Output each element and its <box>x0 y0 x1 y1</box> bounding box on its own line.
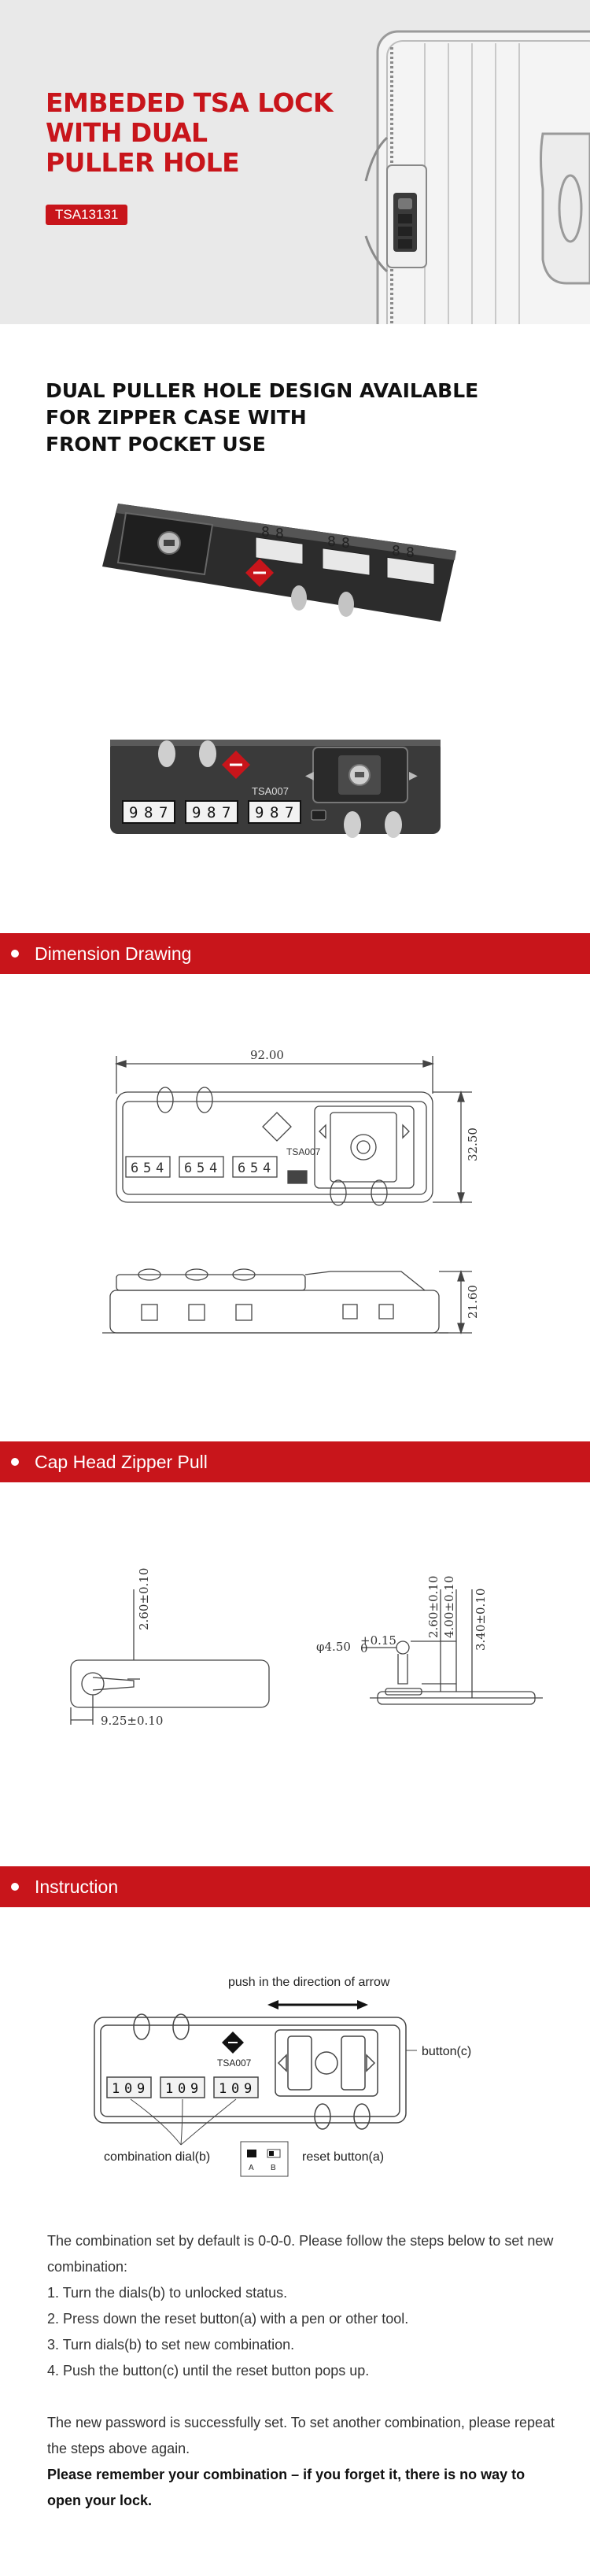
zip-dim-1: 2.60±0.10 <box>137 1568 151 1630</box>
instruction-text: The combination set by default is 0-0-0.… <box>47 2228 559 2514</box>
switch-a-label: A <box>249 2164 254 2172</box>
instr-step-2: 2. Press down the reset button(a) with a… <box>47 2311 409 2327</box>
zip-dim-3-tol: +0.15 <box>360 1633 396 1648</box>
angled-digit: 8 <box>392 543 400 559</box>
dim-digit: 6 <box>131 1161 138 1176</box>
angled-digit: 8 <box>406 544 415 561</box>
section-title-instruction: Instruction <box>35 1877 119 1897</box>
dim-digit: 5 <box>250 1161 258 1176</box>
zip-dim-3: φ4.50 <box>316 1640 351 1654</box>
instr-paragraph-1: The combination set by default is 0-0-0.… <box>47 2233 554 2275</box>
zip-dim-3-tol2: 0 <box>360 1641 368 1655</box>
section-bar-instruction: Instruction <box>0 1866 590 1907</box>
instr-step-3: 3. Turn dials(b) to set new combination. <box>47 2337 295 2353</box>
instr-digit: 1 <box>165 2081 173 2097</box>
lock-angled-view: 8 8 8 8 8 8 <box>102 504 456 622</box>
bullet-icon <box>11 950 19 958</box>
hero-title-line-3: PULLER HOLE <box>46 147 240 178</box>
dial-b-label: combination dial(b) <box>104 2150 210 2164</box>
front-digit: 7 <box>159 804 168 821</box>
angled-digit: 8 <box>327 533 336 550</box>
double-arrow-icon <box>267 2000 368 2010</box>
dim-tsa-code: TSA007 <box>286 1146 321 1157</box>
section-title-dimension: Dimension Drawing <box>35 943 192 964</box>
dim-digit: 5 <box>143 1161 151 1176</box>
section-title-zipper: Cap Head Zipper Pull <box>35 1452 208 1472</box>
feature-title-line-2: FOR ZIPPER CASE WITH <box>46 406 307 429</box>
dim-digit: 5 <box>197 1161 205 1176</box>
tsa-diamond-icon <box>245 559 274 587</box>
instr-digit: 0 <box>178 2081 186 2097</box>
dim-digit: 4 <box>263 1161 271 1176</box>
feature-section: DUAL PULLER HOLE DESIGN AVAILABLE FOR ZI… <box>0 378 590 881</box>
angled-digit: 8 <box>275 526 284 542</box>
bullet-icon <box>11 1883 19 1891</box>
tsa-code: TSA007 <box>252 785 289 797</box>
dimension-drawing: 92.00 32.50 21.60 TSA007 6 5 4 6 5 4 6 5… <box>102 1048 480 1335</box>
feature-title-line-1: DUAL PULLER HOLE DESIGN AVAILABLE <box>46 379 479 402</box>
zipper-pull-drawing: 2.60±0.10 9.25±0.10 φ4.50 +0.15 0 2.60±0… <box>70 1568 543 1728</box>
instr-warning: Please remember your combination – if yo… <box>47 2467 525 2508</box>
dim-width-label: 92.00 <box>250 1048 284 1062</box>
front-digit: 8 <box>144 804 153 821</box>
switch-b-label: B <box>271 2164 276 2172</box>
instr-digit: 1 <box>219 2081 227 2097</box>
dim-digit: 4 <box>156 1161 164 1176</box>
zip-dim-5: 4.00±0.10 <box>442 1576 456 1638</box>
angled-digit: 8 <box>261 524 270 541</box>
front-digit: 7 <box>285 804 293 821</box>
front-digit: 9 <box>192 804 201 821</box>
instr-closing: The new password is successfully set. To… <box>47 2415 555 2456</box>
lock-angled-dials: 8 8 8 8 8 8 <box>255 524 435 585</box>
dim-digit: 4 <box>209 1161 217 1176</box>
instr-digit: 0 <box>124 2081 132 2097</box>
arrow-left-icon: ◀ <box>305 769 314 782</box>
instr-digit: 1 <box>112 2081 120 2097</box>
hero-title: EMBEDED TSA LOCK WITH DUAL PULLER HOLE <box>46 88 333 178</box>
hero-title-line-1: EMBEDED TSA LOCK <box>46 87 333 118</box>
dim-height-label: 32.50 <box>466 1127 480 1161</box>
angled-digit: 8 <box>341 535 350 552</box>
reset-a-label: reset button(a) <box>302 2150 384 2164</box>
arrow-right-icon: ▶ <box>409 769 418 782</box>
reset-switch-inset: A B <box>240 2141 289 2177</box>
instr-step-4: 4. Push the button(c) until the reset bu… <box>47 2363 370 2379</box>
zip-dim-2: 9.25±0.10 <box>101 1714 163 1728</box>
hero-banner: EMBEDED TSA LOCK WITH DUAL PULLER HOLE T… <box>0 0 590 324</box>
button-c-label: button(c) <box>422 2045 471 2058</box>
push-direction-label: push in the direction of arrow <box>228 1976 390 1989</box>
instr-digit: 0 <box>231 2081 239 2097</box>
section-bar-dimension: Dimension Drawing <box>0 933 590 974</box>
front-digit: 7 <box>222 804 230 821</box>
instr-digit: 9 <box>244 2081 252 2097</box>
front-dials: 9 8 7 9 8 7 9 8 7 <box>122 800 301 824</box>
instr-tsa-code: TSA007 <box>217 2057 252 2069</box>
suitcase-illustration <box>364 30 590 324</box>
front-digit: 9 <box>129 804 138 821</box>
zip-dim-6: 3.40±0.10 <box>474 1589 488 1651</box>
instr-digit: 9 <box>190 2081 198 2097</box>
feature-title-line-3: FRONT POCKET USE <box>46 433 266 456</box>
dim-digit: 6 <box>184 1161 192 1176</box>
front-digit: 8 <box>270 804 278 821</box>
instr-digit: 9 <box>137 2081 145 2097</box>
front-digit: 8 <box>207 804 216 821</box>
front-digit: 9 <box>255 804 264 821</box>
hero-title-line-2: WITH DUAL <box>46 117 208 148</box>
lock-front-view: TSA007 ◀ ▶ 9 8 7 9 8 7 9 8 7 <box>110 740 441 838</box>
dim-digit: 6 <box>238 1161 245 1176</box>
instruction-diagram: push in the direction of arrow TSA007 1 … <box>94 1976 471 2177</box>
tsa-diamond-icon <box>222 2032 244 2054</box>
model-tag: TSA13131 <box>46 205 128 225</box>
instr-step-1: 1. Turn the dials(b) to unlocked status. <box>47 2285 288 2301</box>
tsa-diamond-icon <box>222 751 250 779</box>
bullet-icon <box>11 1458 19 1466</box>
feature-title: DUAL PULLER HOLE DESIGN AVAILABLE FOR ZI… <box>46 378 478 458</box>
zip-dim-4: 2.60±0.10 <box>426 1576 441 1638</box>
dim-depth-label: 21.60 <box>466 1285 480 1319</box>
section-bar-zipper: Cap Head Zipper Pull <box>0 1441 590 1482</box>
